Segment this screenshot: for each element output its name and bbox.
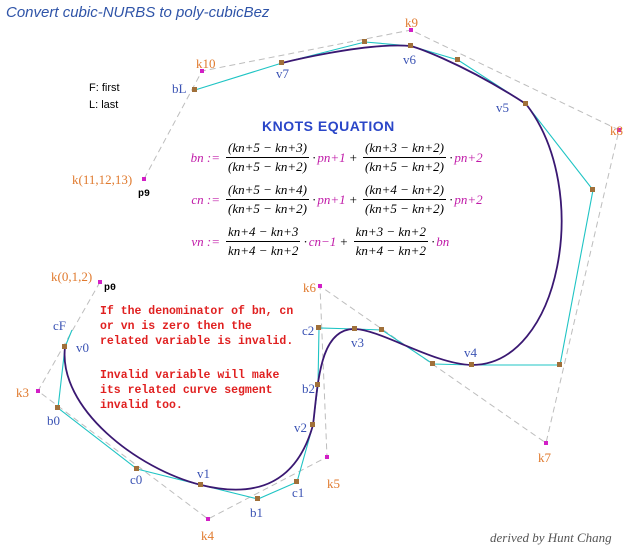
- eq-v-den2: kn+4 − kn+2: [355, 243, 426, 258]
- eq-v-frac2: kn+3 − kn+2 kn+4 − kn+2: [353, 224, 428, 259]
- bez-label-b1: b1: [250, 505, 263, 520]
- eq-b-num1: (kn+5 − kn+3): [226, 140, 310, 158]
- eq-v-p1: cn−1: [308, 233, 337, 249]
- note-denominator: If the denominator of bn, cn or vn is ze…: [100, 305, 294, 348]
- eq-v-frac1: kn+4 − kn+3 kn+4 − kn+2: [226, 224, 301, 259]
- bezier-hull: [57, 41, 594, 500]
- knot-markers: [36, 28, 621, 521]
- eq-c-num2: (kn+4 − kn+2): [362, 182, 446, 200]
- eq-b-p1: pn+1: [317, 149, 346, 165]
- eq-b-p2: pn+2: [454, 149, 483, 165]
- control-polygon: [37, 29, 620, 520]
- diagram-title: Convert cubic-NURBS to poly-cubicBez: [6, 4, 270, 21]
- eq-v-lhs: vn :=: [191, 233, 220, 249]
- eq-c-p2: pn+2: [454, 191, 483, 207]
- bez-label-v4: v4: [464, 345, 478, 360]
- eq-c-lhs: cn :=: [191, 191, 220, 207]
- bez-label-v1: v1: [197, 466, 210, 481]
- bez-label-v7: v7: [276, 66, 290, 81]
- eq-c-frac2: (kn+4 − kn+2) (kn+5 − kn+2): [362, 182, 446, 217]
- knot-label-k7: k7: [538, 450, 552, 465]
- eq-b-frac2: (kn+3 − kn+2) (kn+5 − kn+2): [362, 140, 446, 175]
- legend-first: F: first: [89, 82, 120, 94]
- eq-b-num2: (kn+3 − kn+2): [362, 140, 446, 158]
- knot-label-k10: k10: [196, 56, 216, 71]
- bez-label-v0: v0: [76, 340, 89, 355]
- knot-label-k111213: k(11,12,13): [72, 172, 132, 187]
- bez-label-v2: v2: [294, 420, 307, 435]
- eq-b-den2: (kn+5 − kn+2): [364, 159, 444, 174]
- eq-b-frac1: (kn+5 − kn+3) (kn+5 − kn+2): [226, 140, 310, 175]
- eq-b-lhs: bn :=: [190, 149, 220, 165]
- knot-label-k4: k4: [201, 528, 215, 543]
- knot-label-k9: k9: [405, 15, 418, 30]
- knot-label-k8: k8: [610, 123, 623, 138]
- eq-v-num1: kn+4 − kn+3: [226, 224, 301, 242]
- eq-c-den1: (kn+5 − kn+2): [228, 201, 308, 216]
- equation-c: cn := (kn+5 − kn+4) (kn+5 − kn+2) · pn+1…: [176, 182, 483, 217]
- bez-label-c1: c1: [292, 485, 304, 500]
- eq-c-frac1: (kn+5 − kn+4) (kn+5 − kn+2): [226, 182, 310, 217]
- note-invalid: Invalid variable will make its related c…: [100, 369, 280, 412]
- knot-label-k5: k5: [327, 476, 340, 491]
- bez-label-bL: bL: [172, 81, 187, 96]
- equations-heading: KNOTS EQUATION: [262, 118, 395, 134]
- knot-label-k012: k(0,1,2): [51, 269, 92, 284]
- author-credit: derived by Hunt Chang: [490, 530, 612, 545]
- eq-v-p2: bn: [436, 233, 450, 249]
- bez-label-cF: cF: [53, 318, 66, 333]
- eq-c-num1: (kn+5 − kn+4): [226, 182, 310, 200]
- bez-label-b2: b2: [302, 381, 315, 396]
- point-label-p9: p9: [138, 189, 150, 200]
- equation-b: bn := (kn+5 − kn+3) (kn+5 − kn+2) · pn+1…: [176, 140, 483, 175]
- eq-c-p1: pn+1: [317, 191, 346, 207]
- knot-label-k6: k6: [303, 280, 317, 295]
- eq-b-den1: (kn+5 − kn+2): [228, 159, 308, 174]
- bez-label-v5: v5: [496, 100, 509, 115]
- bezier-point-markers: [55, 39, 595, 501]
- equation-v: vn := kn+4 − kn+3 kn+4 − kn+2 · cn−1 + k…: [176, 224, 449, 259]
- legend-last: L: last: [89, 99, 119, 111]
- eq-v-den1: kn+4 − kn+2: [228, 243, 299, 258]
- knot-label-k3: k3: [16, 385, 29, 400]
- bez-label-v6: v6: [403, 52, 417, 67]
- eq-v-num2: kn+3 − kn+2: [353, 224, 428, 242]
- bez-label-c0: c0: [130, 472, 142, 487]
- eq-c-den2: (kn+5 − kn+2): [364, 201, 444, 216]
- bez-label-c2: c2: [302, 323, 314, 338]
- bez-label-v3: v3: [351, 335, 364, 350]
- point-label-p0: p0: [104, 283, 116, 294]
- bez-label-b0: b0: [47, 413, 60, 428]
